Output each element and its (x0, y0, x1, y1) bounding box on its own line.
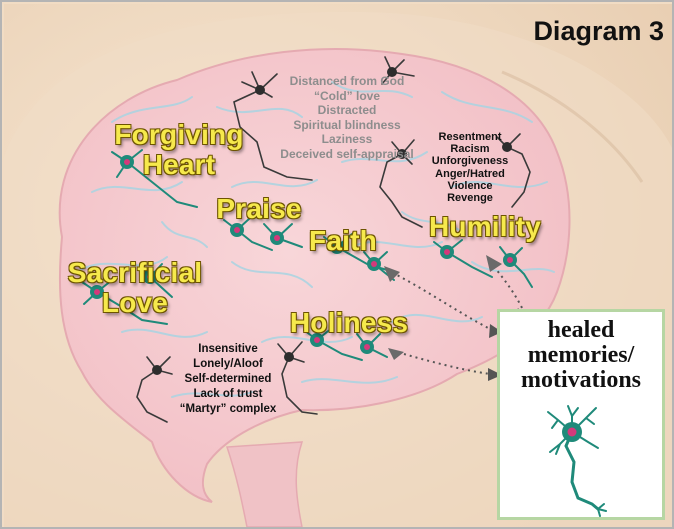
list-item: “Martyr” complex (172, 402, 284, 417)
insensitive-list: Insensitive Lonely/Aloof Self-determined… (172, 342, 284, 417)
list-item: Revenge (420, 192, 520, 204)
list-item: Unforgiveness (420, 155, 520, 167)
list-item: Lonely/Aloof (172, 357, 284, 372)
virtue-line: Heart (104, 150, 254, 180)
list-item: Lack of trust (172, 387, 284, 402)
virtue-line: Forgiving (104, 120, 254, 150)
list-item: Anger/Hatred (420, 168, 520, 180)
healed-memories-box: healed memories/ motivations (497, 309, 665, 520)
list-item: Insensitive (172, 342, 284, 357)
list-item: Resentment (420, 131, 520, 143)
list-item: Distanced from God (242, 74, 452, 89)
list-item: Violence (420, 180, 520, 192)
list-item: Distracted (242, 103, 452, 118)
virtue-line: Sacrificial (60, 258, 210, 288)
healthy-neuron-icon (500, 312, 662, 517)
virtue-line: Love (60, 288, 210, 318)
diagram-title: Diagram 3 (533, 16, 664, 47)
list-item: Spiritual blindness (242, 118, 452, 133)
virtue-forgiving-heart: Forgiving Heart (104, 120, 254, 180)
virtue-humility: Humility (420, 212, 550, 242)
list-item: “Cold” love (242, 89, 452, 104)
list-item: Racism (420, 143, 520, 155)
virtue-praise: Praise (204, 194, 314, 224)
resentment-list: Resentment Racism Unforgiveness Anger/Ha… (420, 131, 520, 204)
virtue-holiness: Holiness (284, 308, 414, 338)
list-item: Self-determined (172, 372, 284, 387)
virtue-sacrificial-love: Sacrificial Love (60, 258, 210, 318)
virtue-faith: Faith (298, 226, 388, 256)
